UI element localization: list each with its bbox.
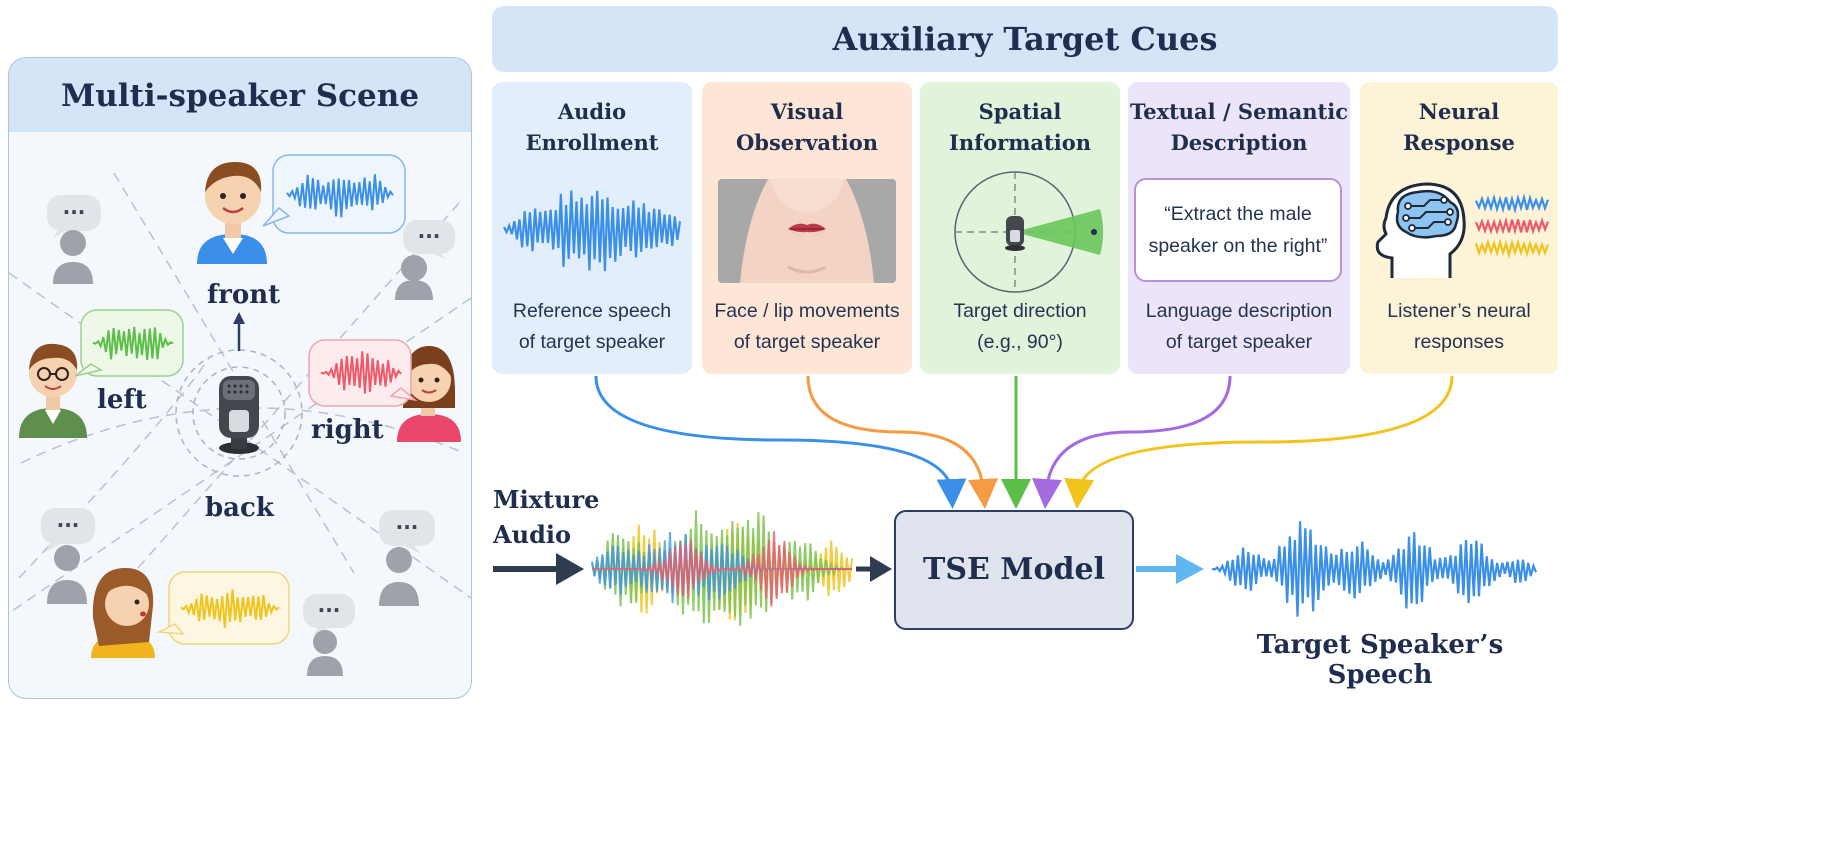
- model-input-arrow: [856, 556, 892, 582]
- card-title: Textual / Semantic Description: [1129, 99, 1349, 155]
- cue-arrow-neural: [1064, 375, 1454, 509]
- card-title: Neural Response: [1403, 99, 1515, 155]
- cue-arrow-audio: [594, 375, 967, 509]
- bubble-dots: ···: [63, 200, 86, 224]
- cue-card-textual-description: Textual / Semantic Description “Extract …: [1128, 82, 1350, 374]
- bystander-bottom-left: [41, 508, 95, 604]
- cue-card-audio-enrollment: Audio Enrollment Reference speech of tar…: [492, 82, 692, 374]
- scene-graphics: ··· ··· ··· ··· ···: [9, 154, 471, 676]
- cue-arrow-textual: [1032, 375, 1232, 509]
- card-description: Face / lip movements of target speaker: [714, 300, 900, 353]
- cue-card-visual-observation: Visual Observation Face / lip movements …: [702, 82, 912, 374]
- bubble-dots: ···: [396, 515, 419, 539]
- multi-speaker-scene-panel: Multi-speaker Scene: [8, 57, 472, 699]
- left-speaker-avatar: [19, 343, 87, 438]
- left-speech-bubble: [74, 309, 184, 377]
- mixture-input-arrow: [493, 553, 584, 585]
- card-description: Listener’s neural responses: [1387, 300, 1531, 353]
- right-speech-bubble: [308, 339, 418, 407]
- bystander-bottom-right: [379, 510, 435, 606]
- cue-card-spatial-information: Spatial Information Target direction (e.…: [920, 82, 1120, 374]
- cues-header: Auxiliary Target Cues: [492, 6, 1558, 72]
- lips-face-icon: [718, 179, 896, 283]
- mixture-audio-label: Mixture Audio: [493, 485, 600, 549]
- scene-header: Multi-speaker Scene: [9, 58, 471, 132]
- front-speaker-avatar: [197, 162, 267, 264]
- front-speech-bubble: [262, 154, 406, 234]
- back-speech-bubble: [156, 571, 290, 645]
- card-title: Visual Observation: [736, 99, 878, 155]
- output-waveform: [1211, 521, 1538, 617]
- bubble-dots: ···: [57, 513, 80, 537]
- cues-title: Auxiliary Target Cues: [832, 20, 1218, 58]
- bystander-top-left: [47, 195, 101, 284]
- waveform-icon: [503, 190, 682, 272]
- model-output-arrow: [1136, 554, 1204, 584]
- back-speaker-avatar: [91, 568, 155, 658]
- bubble-dots: ···: [418, 224, 441, 248]
- label-front: front: [207, 280, 281, 310]
- bubble-dots: ···: [318, 598, 341, 622]
- card-description: Language description of target speaker: [1145, 300, 1333, 353]
- microphone-icon: [219, 376, 259, 454]
- card-title: Audio Enrollment: [525, 99, 659, 155]
- card-description: Reference speech of target speaker: [512, 300, 672, 353]
- target-speech-label: Target Speaker’s Speech: [1256, 630, 1504, 690]
- text-quote-icon: “Extract the male speaker on the right”: [1134, 178, 1342, 282]
- tse-model-label: TSE Model: [923, 552, 1105, 587]
- card-description: Target direction (e.g., 90°): [953, 300, 1087, 353]
- front-arrow: [233, 312, 245, 351]
- cue-card-neural-response: Neural Response Listener’s neural respon…: [1360, 82, 1558, 374]
- brain-head-icon: [1375, 182, 1550, 278]
- card-title: Spatial Information: [949, 99, 1091, 155]
- label-left: left: [97, 385, 147, 415]
- right-speaker-avatar: [397, 346, 461, 442]
- label-back: back: [205, 493, 274, 523]
- label-right: right: [311, 415, 384, 445]
- mixture-waveform: [591, 510, 853, 626]
- tse-model-box: TSE Model: [894, 510, 1134, 630]
- direction-compass-icon: [954, 171, 1104, 293]
- cue-arrow-visual: [806, 375, 998, 509]
- scene-title: Multi-speaker Scene: [60, 78, 420, 114]
- mic-rings: [175, 349, 303, 477]
- bystander-bottom-center: [303, 594, 355, 676]
- bystander-top-right: [395, 220, 455, 300]
